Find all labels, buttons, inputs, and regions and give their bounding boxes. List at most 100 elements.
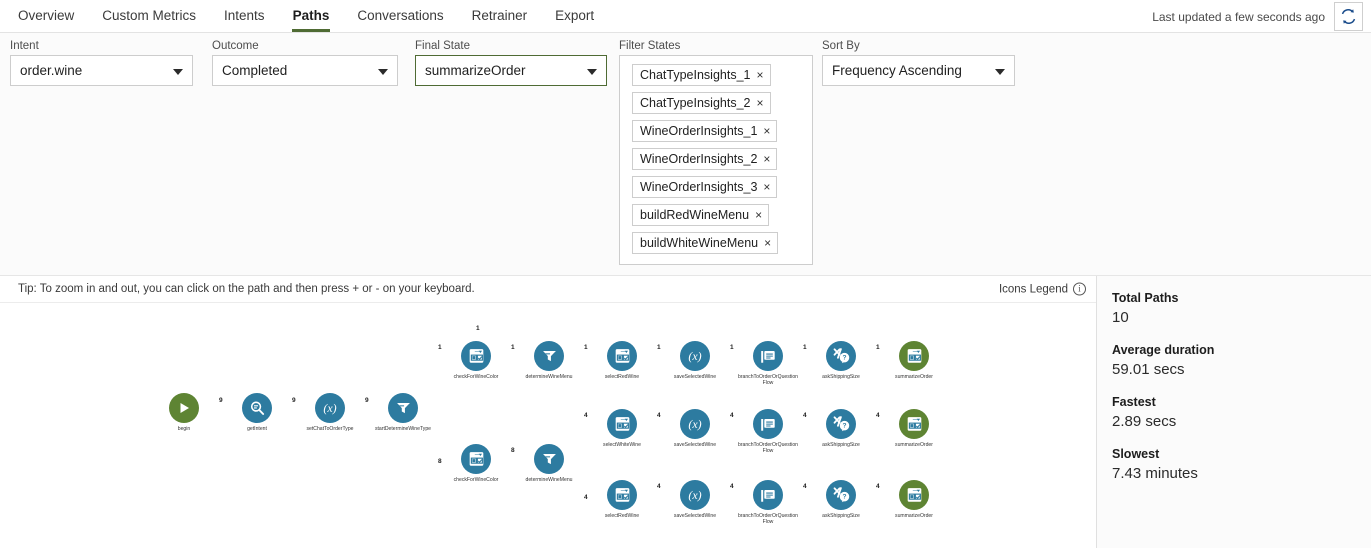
filter-state-chip[interactable]: WineOrderInsights_1 × xyxy=(632,120,778,142)
form-card-icon xyxy=(461,444,491,474)
tab-custom-metrics[interactable]: Custom Metrics xyxy=(88,0,210,32)
chevron-down-icon xyxy=(378,68,388,75)
tab-label: Paths xyxy=(292,8,330,23)
outcome-select[interactable]: Completed xyxy=(212,55,398,86)
graph-node-getIntent[interactable]: getIntent xyxy=(242,393,272,432)
graph-node-label: getIntent xyxy=(247,426,267,432)
tab-overview[interactable]: Overview xyxy=(4,0,88,32)
edge-count-label: 1 xyxy=(511,344,515,351)
close-icon[interactable]: × xyxy=(764,236,772,250)
final-state-select[interactable]: summarizeOrder xyxy=(415,55,607,86)
svg-text:?: ? xyxy=(842,355,846,362)
tab-retrainer[interactable]: Retrainer xyxy=(458,0,542,32)
outcome-filter: Outcome Completed xyxy=(212,40,398,86)
stat-value: 59.01 secs xyxy=(1112,361,1185,378)
stat-label: Fastest xyxy=(1112,395,1156,409)
graph-node-checkForWineColor_bottom[interactable]: checkForWineColor xyxy=(454,444,498,483)
close-icon[interactable]: × xyxy=(756,96,764,110)
graph-node-label: setChatToOrderType xyxy=(306,426,354,432)
graph-node-selectWhiteWine_mid[interactable]: selectWhiteWine xyxy=(603,409,641,448)
tab-conversations[interactable]: Conversations xyxy=(343,0,457,32)
sort-by-label: Sort By xyxy=(822,40,860,52)
graph-node-selectRedWine_bot[interactable]: selectRedWine xyxy=(605,480,639,519)
icons-legend-label: Icons Legend xyxy=(998,283,1068,295)
graph-node-setChatToOrderType[interactable]: (x)setChatToOrderType xyxy=(307,393,354,432)
stat-label: Slowest xyxy=(1112,447,1160,461)
outcome-filter-label: Outcome xyxy=(212,40,259,52)
graph-node-saveSelectedWine_top[interactable]: (x)saveSelectedWine xyxy=(674,341,716,380)
graph-node-summarizeOrder_bot[interactable]: summarizeOrder xyxy=(895,480,933,519)
filter-state-chip[interactable]: buildRedWineMenu× xyxy=(632,204,770,226)
svg-text:(x): (x) xyxy=(688,417,701,431)
stat-label: Average duration xyxy=(1112,343,1215,357)
sort-by-select[interactable]: Frequency Ascending xyxy=(822,55,1015,86)
edge-count-label: 9 xyxy=(365,397,369,404)
graph-node-determineWineMenu_top[interactable]: determineWineMenu xyxy=(526,341,573,380)
stat-value: 10 xyxy=(1112,309,1129,326)
close-icon[interactable]: × xyxy=(763,124,771,138)
filter-state-chip-label: WineOrderInsights_1 xyxy=(640,124,758,138)
graph-node-branchToOrderOrQuestionFlow_top[interactable]: branchToOrderOrQuestionFlow xyxy=(738,341,798,386)
edge-count-label: 9 xyxy=(292,397,296,404)
flow-icon xyxy=(534,444,564,474)
icons-legend-button[interactable]: Icons Legend i xyxy=(998,282,1086,296)
form-card-icon xyxy=(899,480,929,510)
edge-count-label: 4 xyxy=(657,483,661,490)
edge-count-label: 4 xyxy=(584,494,588,501)
svg-text:(x): (x) xyxy=(688,349,701,363)
graph-node-startDetermineWineType[interactable]: startDetermineWineType xyxy=(375,393,431,432)
tab-intents[interactable]: Intents xyxy=(210,0,279,32)
graph-node-askShippingSize_top[interactable]: ?askShippingSize xyxy=(822,341,860,380)
edge-count-label: 4 xyxy=(876,412,880,419)
edge-count-label: 1 xyxy=(876,344,880,351)
close-icon[interactable]: × xyxy=(763,152,771,166)
graph-node-checkForWineColor_top[interactable]: checkForWineColor xyxy=(454,341,498,380)
refresh-glyph xyxy=(1341,8,1356,25)
filter-state-chip[interactable]: buildWhiteWineMenu× xyxy=(632,232,779,254)
graph-node-saveSelectedWine_bot[interactable]: (x)saveSelectedWine xyxy=(674,480,716,519)
graph-node-begin[interactable]: begin xyxy=(169,393,199,432)
intent-select[interactable]: order.wine xyxy=(10,55,193,86)
nav-right-group: Last updated a few seconds ago xyxy=(1152,2,1363,31)
graph-node-label: askShippingSize xyxy=(822,513,860,519)
filter-state-chip[interactable]: ChatTypeInsights_1 × xyxy=(632,64,771,86)
graph-node-branchToOrderOrQuestionFlow_bot[interactable]: branchToOrderOrQuestionFlow xyxy=(738,480,798,525)
filter-state-chip[interactable]: WineOrderInsights_3 × xyxy=(632,176,778,198)
graph-node-branchToOrderOrQuestionFlow_mid[interactable]: branchToOrderOrQuestionFlow xyxy=(738,409,798,454)
edge-count-label: 4 xyxy=(803,483,807,490)
final-state-filter: Final State summarizeOrder xyxy=(415,40,607,86)
graph-node-summarizeOrder_top[interactable]: summarizeOrder xyxy=(895,341,933,380)
refresh-icon[interactable] xyxy=(1334,2,1363,31)
tab-paths[interactable]: Paths xyxy=(279,0,344,32)
close-icon[interactable]: × xyxy=(763,180,771,194)
edge-count-label: 4 xyxy=(657,412,661,419)
graph-node-determineWineMenu_bottom[interactable]: determineWineMenu xyxy=(526,444,573,483)
filter-state-chip[interactable]: ChatTypeInsights_2× xyxy=(632,92,771,114)
edge-count-label: 1 xyxy=(438,344,442,351)
edge-count-label: 4 xyxy=(730,483,734,490)
message-icon xyxy=(753,480,783,510)
tab-export[interactable]: Export xyxy=(541,0,608,32)
graph-node-label: summarizeOrder xyxy=(895,513,933,519)
filter-bar: Intent order.wine Outcome Completed Fina… xyxy=(0,33,1371,276)
tab-label: Conversations xyxy=(357,8,444,23)
graph-node-saveSelectedWine_mid[interactable]: (x)saveSelectedWine xyxy=(674,409,716,448)
chevron-down-icon xyxy=(587,68,597,75)
graph-node-label: startDetermineWineType xyxy=(374,426,432,432)
graph-node-askShippingSize_mid[interactable]: ?askShippingSize xyxy=(822,409,860,448)
filter-states-chip-box[interactable]: ChatTypeInsights_1×ChatTypeInsights_2×Wi… xyxy=(619,55,813,265)
form-card-icon xyxy=(607,409,637,439)
filter-state-chip[interactable]: WineOrderInsights_2× xyxy=(632,148,778,170)
svg-text:(x): (x) xyxy=(688,488,701,502)
close-icon[interactable]: × xyxy=(755,208,763,222)
final-state-filter-label: Final State xyxy=(415,40,470,52)
graph-node-label: summarizeOrder xyxy=(895,442,933,448)
graph-node-summarizeOrder_mid[interactable]: summarizeOrder xyxy=(895,409,933,448)
filter-state-chip-label: ChatTypeInsights_1 xyxy=(640,68,751,82)
close-icon[interactable]: × xyxy=(756,68,764,82)
graph-node-selectRedWine_top[interactable]: selectRedWine xyxy=(605,341,639,380)
graph-node-askShippingSize_bot[interactable]: ?askShippingSize xyxy=(822,480,860,519)
filter-state-chip-label: WineOrderInsights_3 xyxy=(640,180,758,194)
